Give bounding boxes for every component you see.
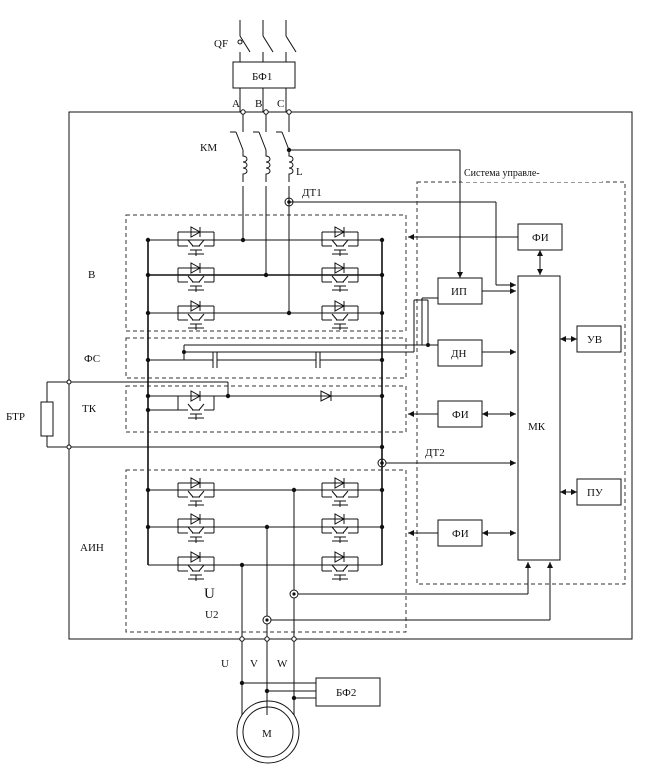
output-terminals: U V W bbox=[221, 636, 316, 715]
ain-label: АИН bbox=[80, 542, 104, 554]
l-label: L bbox=[296, 166, 303, 178]
driver-fi-2: ФИ bbox=[408, 400, 516, 428]
btr-label: БТР bbox=[6, 411, 25, 423]
dn-label: ДН bbox=[451, 348, 467, 360]
dt2-label: ДТ2 bbox=[425, 447, 445, 459]
phase-c-label: C bbox=[277, 98, 284, 110]
fs-label: ФС bbox=[84, 353, 100, 365]
drive-frame bbox=[68, 111, 633, 640]
bf2-label: БФ2 bbox=[336, 687, 356, 699]
bf1-label: БФ1 bbox=[252, 71, 272, 83]
microcontroller-mk: МК bbox=[517, 275, 561, 561]
control-panel-pu: ПУ bbox=[560, 478, 622, 506]
driver-fi-3: ФИ bbox=[408, 519, 516, 547]
brake-resistor-btr: БТР bbox=[6, 379, 385, 450]
inductor-l: L bbox=[242, 150, 303, 182]
fi-3-label: ФИ bbox=[452, 528, 469, 540]
v-terminal-label: V bbox=[250, 658, 258, 670]
u-out-label: U bbox=[204, 586, 215, 602]
pu-label: ПУ bbox=[587, 487, 603, 499]
input-terminals: A B C bbox=[232, 98, 292, 115]
uv-label: УВ bbox=[587, 334, 602, 346]
fi-1-label: ФИ bbox=[532, 232, 549, 244]
contactor-km: КМ bbox=[200, 114, 292, 154]
phase-a-label: A bbox=[232, 98, 240, 110]
u-terminal-label: U bbox=[221, 658, 229, 670]
dc-filter-fs: ФС bbox=[84, 299, 430, 379]
filter-bf1: БФ1 bbox=[232, 61, 296, 112]
control-system: Система управле- bbox=[416, 164, 626, 585]
fi-2-label: ФИ bbox=[452, 409, 469, 421]
power-supply-ip: ИП bbox=[421, 277, 516, 345]
ip-label: ИП bbox=[451, 286, 467, 298]
b-label: В bbox=[88, 269, 95, 281]
control-system-label: Система управле- bbox=[464, 168, 540, 179]
input-device-uv: УВ bbox=[560, 325, 622, 353]
breaker-qf: QF bbox=[214, 20, 297, 62]
motor-label: М bbox=[262, 728, 272, 740]
w-terminal-label: W bbox=[277, 658, 288, 670]
current-sensor-dt2: ДТ2 bbox=[377, 447, 516, 468]
inverter-ain: АИН U U2 bbox=[80, 469, 553, 639]
qf-label: QF bbox=[214, 38, 228, 50]
mk-label: МК bbox=[528, 421, 546, 433]
phase-b-label: B bbox=[255, 98, 262, 110]
brake-chopper-tk: ТК bbox=[82, 385, 407, 433]
motor-m: М bbox=[236, 700, 300, 764]
dt1-label: ДТ1 bbox=[302, 187, 322, 199]
u2-label: U2 bbox=[205, 609, 218, 621]
rectifier-b: В bbox=[88, 186, 407, 332]
km-label: КМ bbox=[200, 142, 217, 154]
tk-label: ТК bbox=[82, 403, 97, 415]
driver-fi-1: ФИ bbox=[408, 223, 563, 275]
voltage-sensor-dn: ДН bbox=[427, 300, 516, 367]
filter-bf2: БФ2 bbox=[315, 677, 381, 707]
